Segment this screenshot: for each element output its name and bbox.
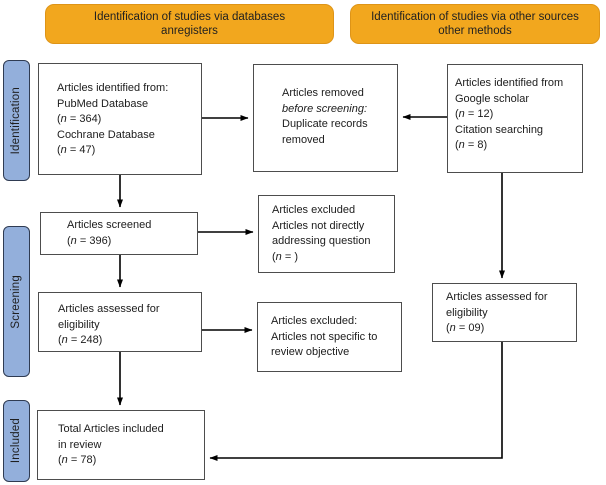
text-line: Duplicate records — [282, 118, 368, 130]
box-assessed-eligibility-other: Articles assessed for eligibility (n = 09) — [432, 283, 577, 342]
text-line: (n = 78) — [58, 454, 97, 466]
text-line: Articles identified from: — [57, 82, 169, 94]
text-line: review objective — [271, 346, 350, 358]
text-line: Articles assessed for — [446, 291, 548, 303]
text-line: addressing question — [272, 235, 371, 247]
text-line: Articles identified from — [455, 77, 564, 89]
box-total-included: Total Articles included in review (n = 78) — [37, 410, 205, 480]
text-line: (n = ) — [272, 250, 298, 263]
banner-databases-registers: Identification of studies via databases a… — [45, 4, 334, 44]
text-line: (n = 09) — [446, 322, 485, 334]
box-excluded-not-specific: Articles excluded: Articles not specific … — [257, 302, 402, 372]
text-line: (n = 248) — [58, 334, 103, 346]
text-line: before screening: — [282, 102, 367, 115]
text-line: Identification of studies via databases — [93, 10, 286, 23]
text-line: in review — [58, 438, 102, 451]
text-line: Cochrane Database — [57, 128, 155, 141]
text-line: Google scholar — [455, 92, 529, 105]
stage-included-label: Included — [9, 418, 22, 464]
box-assessed-eligibility: Articles assessed for eligibility (n = 248… — [38, 292, 202, 352]
text-line: Articles not specific to — [271, 330, 378, 343]
text-line: Citation searching — [455, 123, 544, 136]
text-line: (n = 47) — [57, 144, 96, 156]
stage-screening: Screening — [3, 226, 30, 377]
text-line: eligibility — [58, 318, 100, 331]
text-line: Articles not directly — [272, 219, 365, 232]
text-line: Articles screened — [67, 219, 152, 231]
text-line: eligibility — [446, 306, 488, 319]
text-line: (n = 364) — [57, 113, 102, 125]
stage-screening-label: Screening — [9, 274, 22, 329]
text-line: removed — [282, 133, 325, 146]
text-line: (n = 12) — [455, 108, 494, 120]
box-identified-databases: Articles identified from: PubMed Database… — [38, 63, 202, 175]
stage-included: Included — [3, 400, 30, 482]
box-screened: Articles screened (n = 396) — [40, 212, 198, 255]
text-line: other methods — [438, 25, 512, 37]
banner-other-sources: Identification of studies via other sour… — [350, 4, 600, 44]
stage-identification-label: Identification — [9, 86, 22, 155]
text-line: (n = 396) — [67, 234, 112, 247]
text-line: Articles excluded — [272, 204, 356, 216]
stage-identification: Identification — [3, 60, 30, 181]
text-line: Identification of studies via other sour… — [371, 10, 579, 23]
text-line: anregisters — [161, 25, 218, 37]
text-line: Total Articles included — [58, 423, 164, 435]
box-removed-before-screening: Articles removed before screening: Duplica… — [253, 64, 398, 172]
text-line: Articles removed — [282, 87, 364, 99]
text-line: Articles assessed for — [58, 303, 160, 315]
text-line: PubMed Database — [57, 97, 149, 110]
text-line: Articles excluded: — [271, 315, 358, 327]
text-line: (n = 8) — [455, 139, 488, 151]
